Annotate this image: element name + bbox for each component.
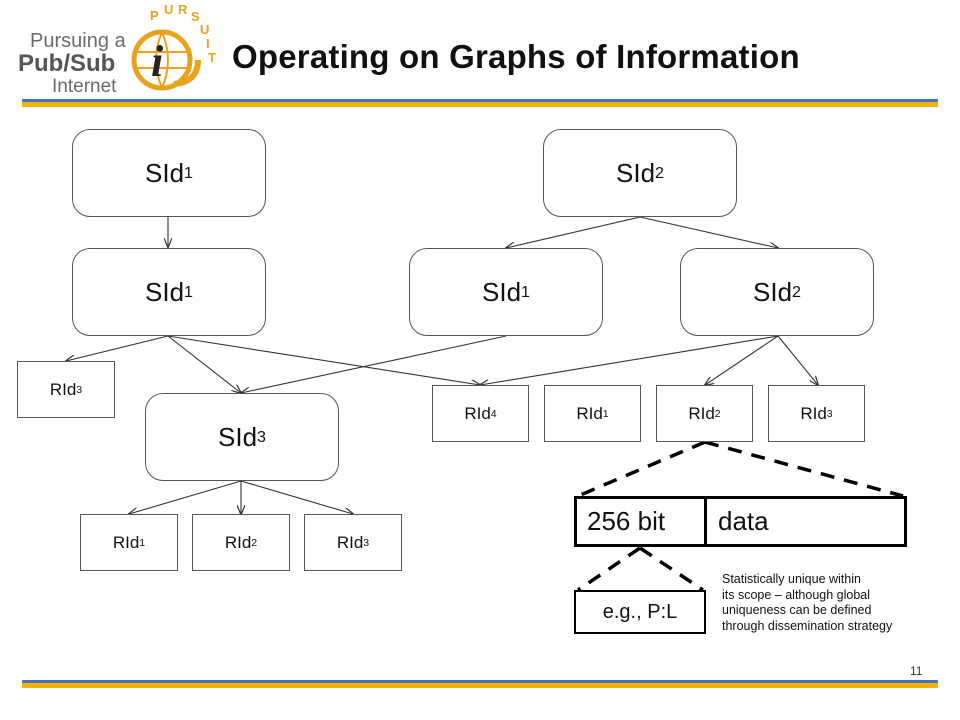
note-line: through dissemination strategy [722, 618, 893, 633]
zoom-line [577, 440, 706, 498]
logo-arc-letter: I [206, 36, 210, 51]
globe-icon [131, 29, 201, 91]
edge [777, 335, 818, 385]
edge [129, 480, 242, 514]
note-line: uniqueness can be defined [722, 603, 872, 617]
node-label: RId [112, 532, 140, 552]
edge [241, 335, 507, 393]
logo-emblem: i P U R S U I T [131, 2, 216, 91]
edge [506, 216, 641, 248]
logo-text-line3: Internet [52, 76, 117, 97]
note-line: Statistically unique within [722, 572, 861, 586]
node-label: RId [49, 379, 77, 399]
header-divider [22, 99, 938, 107]
edge [66, 335, 169, 361]
node-label: RId [576, 403, 603, 423]
logo-text-line2: Pub/Sub [18, 50, 116, 77]
zoom-line [639, 546, 704, 592]
footer-divider [22, 680, 938, 688]
node-label: RId [224, 532, 252, 552]
logo-arc-letter: T [208, 50, 216, 65]
page-number: 11 [910, 664, 923, 678]
node-label: SId [616, 157, 656, 188]
uniqueness-note: Statistically unique within its scope – … [722, 572, 952, 634]
node-label: SId [145, 276, 185, 307]
edge [167, 335, 241, 393]
zoom-line [577, 546, 641, 592]
node-label: RId [464, 403, 491, 423]
example-label: e.g., P:L [602, 600, 678, 623]
data-label: data [718, 506, 769, 536]
node-label: RId [336, 532, 364, 552]
logo-arc-letter: U [200, 22, 209, 37]
identifier-example-box: e.g., P:L [574, 590, 706, 634]
identifier-data-field: data [703, 496, 907, 547]
node-label: RId [688, 403, 715, 423]
edge [705, 335, 779, 385]
node-label: SId [218, 421, 258, 452]
page-title: Operating on Graphs of Information [232, 38, 800, 75]
logo-arc-letter: R [178, 2, 188, 17]
edge [167, 335, 480, 385]
logo-text-line1: Pursuing a [30, 30, 126, 52]
node-label: SId [482, 276, 522, 307]
identifier-bits-field: 256 bit [574, 496, 707, 547]
edge [480, 335, 779, 385]
node-label: SId [145, 157, 185, 188]
note-line: its scope – although global [722, 587, 871, 602]
zoom-line [704, 440, 904, 498]
logo-arc-letter: S [191, 9, 200, 24]
node-label: RId [800, 403, 827, 423]
bits-label: 256 bit [587, 506, 666, 536]
logo-emblem-letter: i [151, 37, 164, 86]
logo-arc-letter: P [150, 8, 159, 23]
edge [240, 480, 353, 514]
edge [639, 216, 778, 248]
node-label: SId [753, 276, 793, 307]
logo-arc-letter: U [164, 2, 173, 17]
